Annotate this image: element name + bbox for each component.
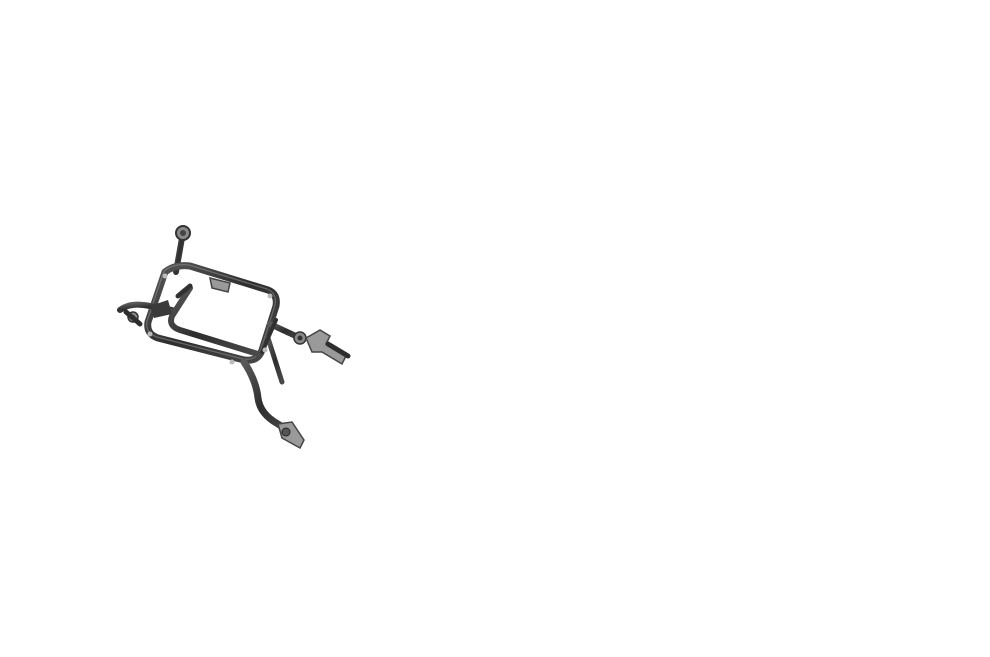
frame-rivets — [147, 273, 273, 365]
right-mount-arm — [267, 321, 351, 366]
inner-frame-loop — [168, 285, 261, 357]
diagonal-brace — [260, 318, 285, 385]
left-mount-arm — [117, 300, 175, 327]
lower-support-leg — [240, 358, 305, 450]
upper-bracket-plate — [209, 276, 231, 293]
front-stub — [175, 283, 193, 299]
